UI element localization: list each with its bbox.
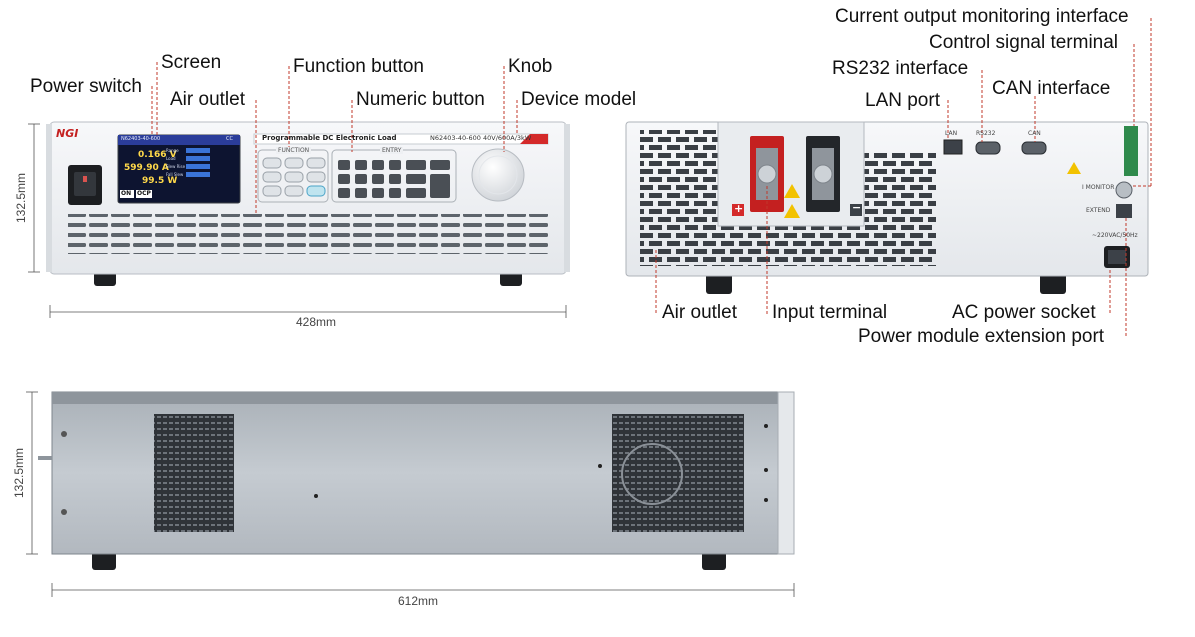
rs232-port[interactable]: [975, 141, 1001, 155]
key-esc[interactable]: [406, 174, 426, 184]
side-air-vent-left: [154, 414, 234, 532]
front-height-dimension: 132.5mm: [14, 172, 29, 224]
fn-button-shift[interactable]: [306, 185, 326, 197]
side-view: [26, 391, 795, 597]
front-leaders: [151, 62, 518, 215]
warning-icon: [784, 184, 800, 198]
rear-leaders: [655, 18, 1152, 338]
rear-warning-icon: [1067, 162, 1081, 174]
readout-voltage: 0.166 V: [138, 150, 177, 160]
callout-screen: Screen: [161, 52, 222, 73]
rear-label-can: CAN: [1028, 130, 1041, 137]
rear-foot-right: [1040, 272, 1066, 294]
key-enter[interactable]: [430, 174, 450, 198]
rear-view: [625, 121, 1149, 294]
fn-button-cc[interactable]: [262, 157, 282, 169]
entry-title: ENTRY: [380, 147, 404, 154]
fn-button-cp[interactable]: [284, 171, 304, 183]
fn-button-menu[interactable]: [306, 171, 326, 183]
rear-label-extend: EXTEND: [1086, 207, 1111, 214]
side-height-dimension: 132.5mm: [12, 447, 27, 499]
front-view: [28, 121, 570, 318]
callout-input-terminal: Input terminal: [772, 302, 888, 323]
screen-cc: CC: [226, 136, 233, 142]
fan-icon: [621, 443, 683, 505]
screen-on: ON: [121, 190, 132, 197]
screen-ocp: OCP: [137, 190, 151, 197]
function-buttons: [262, 157, 326, 197]
plus-marker: [732, 204, 744, 216]
callout-power-switch: Power switch: [30, 76, 142, 97]
callout-ac-power-socket: AC power socket: [952, 302, 1096, 323]
callout-current-monitoring: Current output monitoring interface: [835, 6, 1129, 27]
fn-button-store[interactable]: [262, 185, 282, 197]
numeric-keypad: [338, 160, 450, 198]
readout-power: 99.5 W: [142, 176, 178, 186]
fn-button-cr[interactable]: [262, 171, 282, 183]
rear-foot-left: [706, 272, 732, 294]
callout-control-signal: Control signal terminal: [929, 32, 1119, 53]
knob[interactable]: [471, 148, 525, 202]
callout-numeric-button: Numeric button: [356, 89, 485, 110]
fn-button-cv[interactable]: [284, 157, 304, 169]
function-title: FUNCTION: [276, 147, 312, 154]
front-brand-logo: NGI: [56, 127, 79, 140]
rear-label-ac-spec: ~220VAC/50Hz: [1092, 232, 1138, 239]
rear-plus-sign: +: [734, 202, 744, 215]
callout-rear-air-outlet: Air outlet: [662, 302, 737, 323]
side-foot-right: [702, 552, 726, 570]
front-width-dimension: 428mm: [296, 315, 337, 329]
fn-button-range[interactable]: [284, 185, 304, 197]
callout-function-button: Function button: [293, 56, 424, 77]
screen-range-labels: Range Load Slew Rise Fall Slew: [166, 148, 186, 177]
screen-ocp-badge: [136, 190, 152, 198]
rear-minus-sign: −: [852, 201, 862, 214]
minus-marker: [850, 204, 862, 216]
warning-icon-2: [784, 204, 800, 218]
can-port[interactable]: [1021, 141, 1047, 155]
key-left-arrow[interactable]: [406, 160, 426, 170]
callout-front-air-outlet: Air outlet: [170, 89, 245, 110]
readout-current: 599.90 A: [124, 163, 169, 173]
callout-power-module-extension: Power module extension port: [858, 326, 1105, 347]
rear-label-monitor: I MONITOR: [1082, 184, 1115, 191]
side-width-dimension: 612mm: [398, 594, 439, 608]
front-foot-left: [94, 272, 116, 286]
extension-port[interactable]: [1116, 204, 1132, 218]
rear-label-rs232: RS232: [976, 130, 996, 137]
key-right-arrow[interactable]: [430, 160, 450, 170]
current-monitor-bnc[interactable]: [1115, 181, 1133, 199]
callout-device-model: Device model: [521, 89, 637, 110]
side-foot-left: [92, 552, 116, 570]
control-signal-terminal[interactable]: [1124, 126, 1138, 176]
fn-button-tran[interactable]: [306, 157, 326, 169]
side-air-vent-right: [612, 414, 744, 532]
rear-label-lan: LAN: [945, 130, 958, 137]
front-foot-right: [500, 272, 522, 286]
key-on-off[interactable]: [406, 188, 426, 198]
callout-rs232: RS232 interface: [832, 58, 969, 79]
screen-on-badge: [120, 190, 134, 198]
callout-lan: LAN port: [865, 90, 940, 111]
callout-knob: Knob: [508, 56, 553, 77]
rear-air-outlet: [640, 130, 720, 266]
lan-port[interactable]: [943, 139, 963, 155]
front-model-label: N62403-40-600 40V/600A/3kW: [430, 134, 532, 142]
front-product-name: Programmable DC Electronic Load: [262, 134, 397, 142]
front-air-outlet: [68, 214, 548, 254]
callout-can: CAN interface: [992, 78, 1111, 99]
screen-header: N62403-40-600: [121, 136, 161, 142]
